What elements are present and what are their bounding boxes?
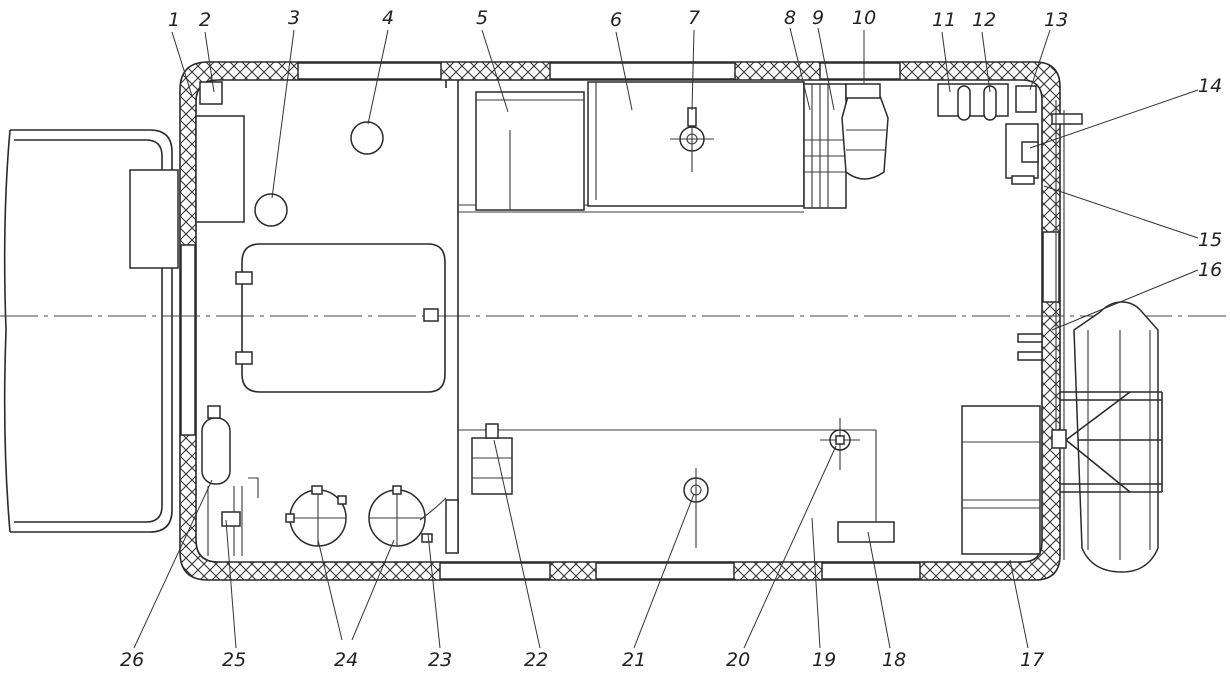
callout-15: 15 bbox=[1198, 229, 1222, 251]
callout-24: 24 bbox=[334, 649, 358, 671]
callout-21: 21 bbox=[622, 649, 646, 671]
left-compartment-equipment bbox=[195, 81, 447, 556]
callout-26: 26 bbox=[120, 649, 144, 671]
callout-labels: 1 2 3 4 5 6 7 8 9 10 11 12 13 14 15 16 1… bbox=[120, 7, 1222, 671]
callout-17: 17 bbox=[1020, 649, 1044, 671]
callout-4: 4 bbox=[382, 7, 394, 29]
callout-10: 10 bbox=[852, 7, 876, 29]
callout-6: 6 bbox=[610, 9, 622, 31]
table-top bbox=[241, 243, 446, 393]
callout-leaders bbox=[133, 27, 1199, 649]
callout-13: 13 bbox=[1044, 9, 1068, 31]
callout-8: 8 bbox=[784, 7, 796, 29]
round-unit-4 bbox=[350, 121, 384, 155]
bottom-middle-equipment bbox=[471, 418, 895, 548]
round-unit-3 bbox=[254, 193, 288, 227]
cabinet-17 bbox=[961, 333, 1043, 555]
callout-22: 22 bbox=[524, 649, 548, 671]
callout-9: 9 bbox=[812, 7, 824, 29]
callout-14: 14 bbox=[1198, 75, 1222, 97]
callout-5: 5 bbox=[476, 7, 488, 29]
callout-23: 23 bbox=[428, 649, 452, 671]
callout-12: 12 bbox=[972, 9, 996, 31]
callout-3: 3 bbox=[288, 7, 300, 29]
tractor-cab-outline bbox=[3, 129, 179, 533]
callout-11: 11 bbox=[932, 9, 956, 31]
callout-18: 18 bbox=[882, 649, 906, 671]
callout-7: 7 bbox=[688, 7, 700, 29]
top-middle-equipment bbox=[475, 81, 889, 211]
callout-1: 1 bbox=[168, 9, 180, 31]
callout-19: 19 bbox=[812, 649, 836, 671]
callout-25: 25 bbox=[222, 649, 246, 671]
callout-20: 20 bbox=[726, 649, 750, 671]
callout-16: 16 bbox=[1198, 259, 1222, 281]
callout-2: 2 bbox=[199, 9, 211, 31]
insulated-body-wall bbox=[179, 61, 1061, 581]
spare-wheel-and-drawbar bbox=[1051, 301, 1163, 573]
